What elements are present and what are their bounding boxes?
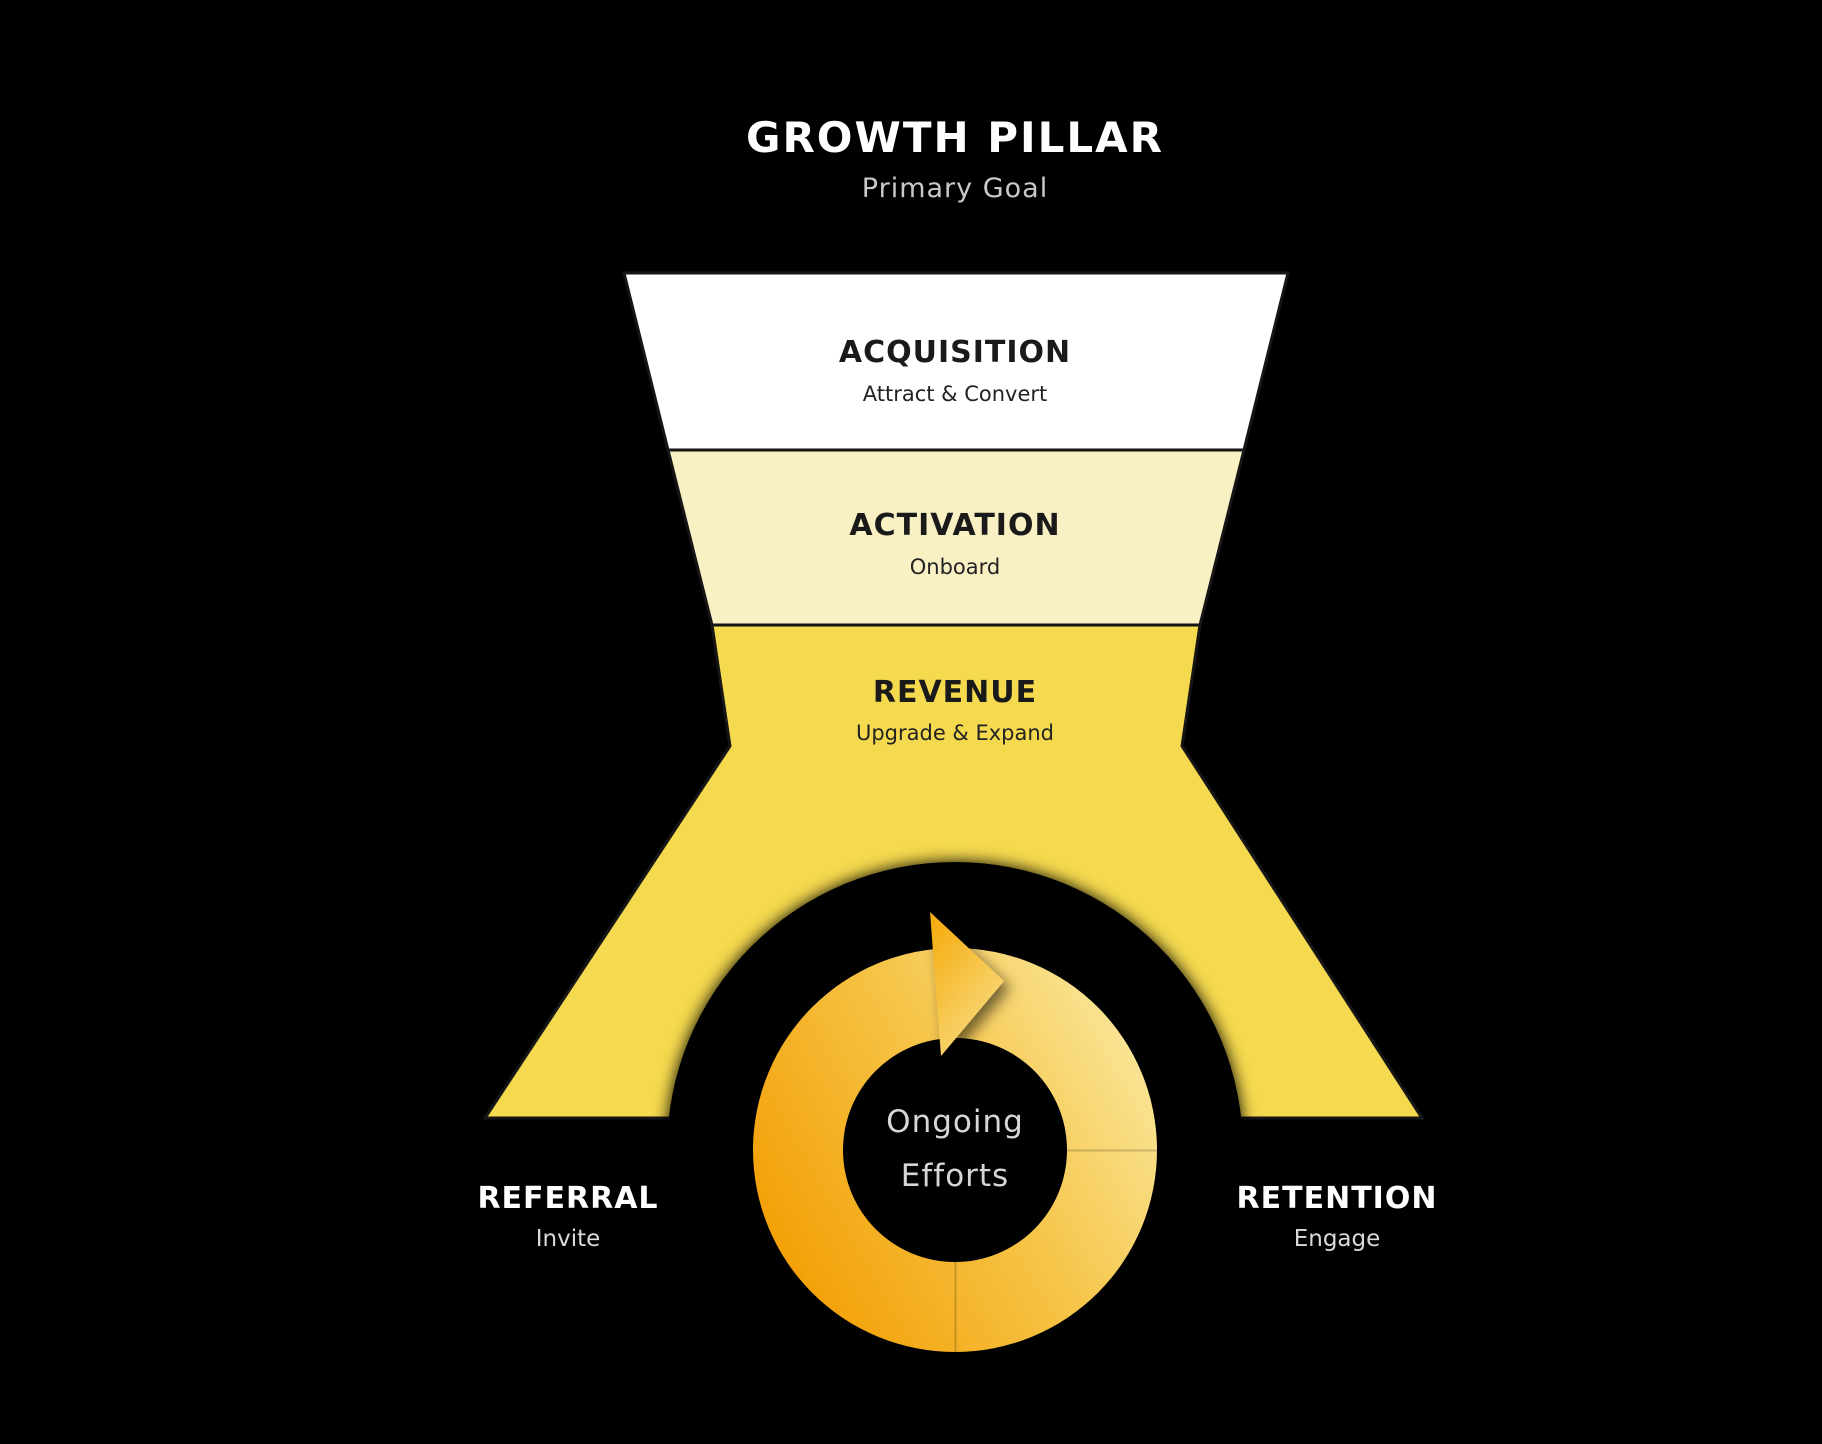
- page-title: GROWTH PILLAR: [746, 113, 1164, 162]
- stage-sublabel-acquisition: Attract & Convert: [863, 382, 1048, 406]
- loop-background-circle: [667, 862, 1243, 1438]
- stage-label-acquisition: ACQUISITION: [839, 335, 1071, 370]
- stage-label-revenue: REVENUE: [873, 675, 1037, 710]
- stage-label-retention: RETENTION: [1237, 1181, 1438, 1216]
- stage-sublabel-retention: Engage: [1294, 1226, 1381, 1252]
- funnel-stage-acquisition-shape: [622, 271, 1290, 452]
- stage-sublabel-referral: Invite: [536, 1226, 601, 1252]
- loop-ring: [753, 948, 1157, 1352]
- stage-sublabel-activation: Onboard: [910, 555, 1000, 579]
- page-subtitle: Primary Goal: [862, 173, 1048, 204]
- loop-center-line2: Efforts: [901, 1158, 1009, 1194]
- stage-label-referral: REFERRAL: [477, 1181, 658, 1216]
- loop-center-line1: Ongoing: [886, 1104, 1024, 1140]
- stage-label-activation: ACTIVATION: [849, 508, 1060, 543]
- loop-arrowhead-icon: [930, 912, 1004, 1056]
- stage-sublabel-revenue: Upgrade & Expand: [856, 721, 1054, 745]
